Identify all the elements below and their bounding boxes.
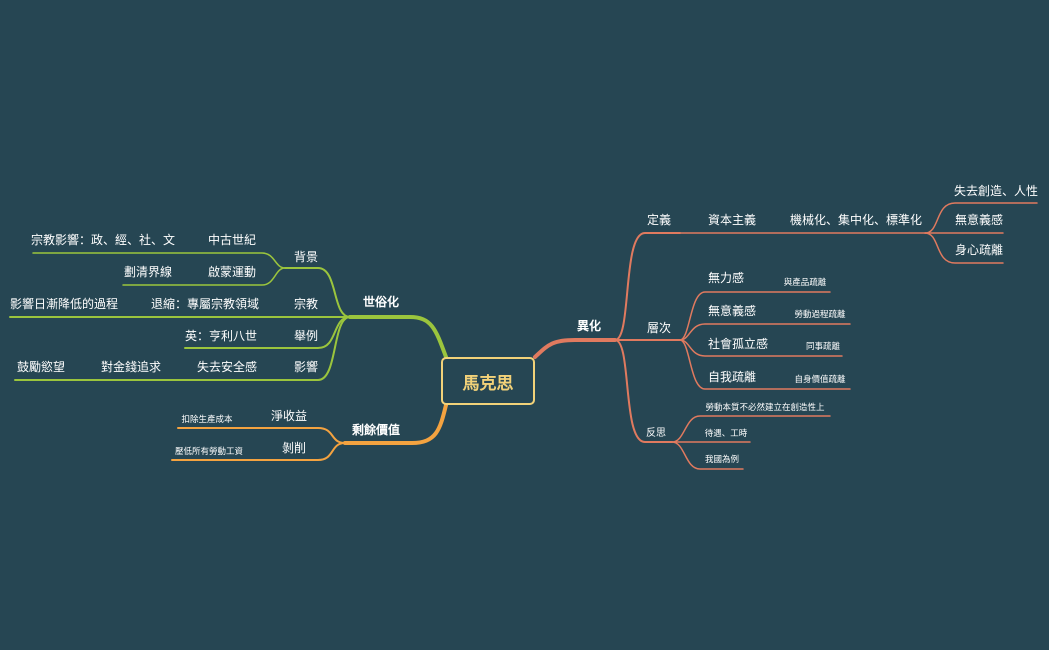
exploitation-label[interactable]: 剝削 (282, 441, 306, 455)
body-mind-label[interactable]: 身心疏離 (955, 242, 1003, 257)
middle-ages-label[interactable]: 中古世紀 (208, 232, 256, 247)
retreat-label[interactable]: 退縮：專屬宗教領域 (151, 296, 259, 311)
central-topic[interactable]: 馬克思 (441, 357, 535, 405)
religion-influence-label[interactable]: 宗教影響：政、經、社、文 (31, 232, 175, 247)
impact-label[interactable]: 影響 (294, 359, 318, 374)
level-item-note[interactable]: 與產品疏離 (784, 277, 827, 288)
enlightenment-label[interactable]: 啟蒙運動 (208, 264, 256, 279)
surplus-title[interactable]: 剩餘價值 (352, 422, 400, 437)
reflection-item[interactable]: 待遇、工時 (705, 428, 748, 439)
alienation-title[interactable]: 異化 (577, 318, 601, 333)
lose-creativity-label[interactable]: 失去創造、人性 (954, 183, 1038, 198)
capitalism-label[interactable]: 資本主義 (708, 212, 756, 227)
money-label[interactable]: 對金錢追求 (101, 359, 161, 374)
level-item-note[interactable]: 勞動過程疏離 (794, 309, 846, 320)
reflection-item[interactable]: 勞動本質不必然建立在創造性上 (705, 402, 825, 413)
level-item-label[interactable]: 無力感 (708, 270, 744, 285)
decline-label[interactable]: 影響日漸降低的過程 (10, 296, 118, 311)
alienation-branch (533, 202, 1038, 470)
insecurity-label[interactable]: 失去安全感 (197, 359, 257, 374)
exploitation-note[interactable]: 壓低所有勞動工資 (175, 446, 243, 457)
surplus-branch (171, 403, 448, 461)
religion-label[interactable]: 宗教 (294, 296, 318, 311)
reflection-label[interactable]: 反思 (646, 427, 666, 439)
net-profit-label[interactable]: 淨收益 (271, 409, 307, 423)
net-profit-note[interactable]: 扣除生產成本 (181, 414, 233, 425)
definition-label[interactable]: 定義 (647, 212, 671, 227)
example-label[interactable]: 舉例 (294, 329, 318, 343)
mechanization-label[interactable]: 機械化、集中化、標準化 (790, 212, 922, 227)
levels-label[interactable]: 層次 (647, 321, 671, 335)
reflection-item[interactable]: 我國為例 (705, 454, 739, 465)
secularization-title[interactable]: 世俗化 (363, 294, 399, 309)
level-item-label[interactable]: 無意義感 (708, 303, 756, 318)
level-item-label[interactable]: 社會孤立感 (708, 336, 768, 351)
desire-label[interactable]: 鼓勵慾望 (17, 359, 65, 374)
background-label[interactable]: 背景 (294, 250, 318, 264)
henry-label[interactable]: 英：亨利八世 (185, 328, 257, 343)
level-item-label[interactable]: 自我疏離 (708, 369, 756, 384)
level-item-note[interactable]: 自身價值疏離 (794, 374, 846, 385)
boundary-label[interactable]: 劃清界線 (124, 264, 172, 279)
central-topic-label: 馬克思 (462, 373, 514, 394)
level-item-note[interactable]: 同事疏離 (806, 341, 841, 352)
meaninglessness-label[interactable]: 無意義感 (955, 212, 1003, 227)
secularization-branch (9, 252, 448, 381)
